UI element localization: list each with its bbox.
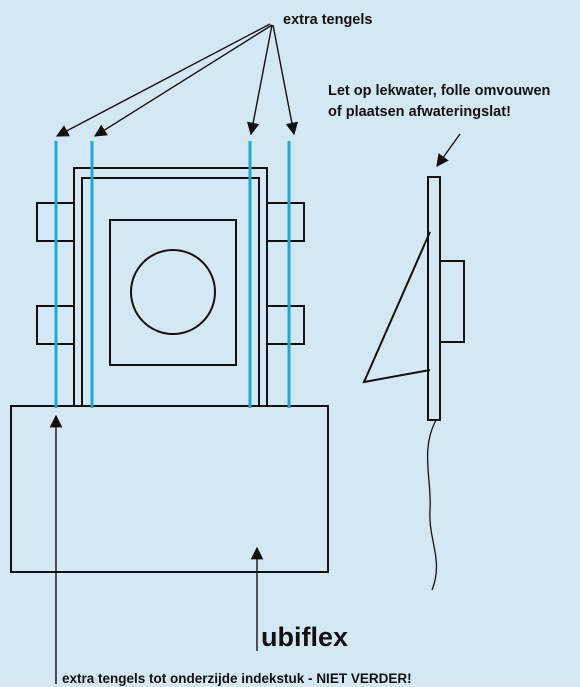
arrow-to-batten-4 xyxy=(272,24,299,136)
tile-battens xyxy=(54,141,291,408)
front-view xyxy=(10,167,329,573)
side-wedge xyxy=(362,231,431,384)
warning-label-line1: Let op lekwater, folle omvouwen xyxy=(328,83,550,99)
round-vent-icon xyxy=(130,249,216,335)
right-upper-tab xyxy=(265,202,305,242)
bottom-note-label: extra tengels tot onderzijde indekstuk -… xyxy=(62,671,412,686)
arrow-to-batten-2 xyxy=(93,24,273,137)
ubiflex-flashing xyxy=(10,405,329,573)
arrow-to-batten-3 xyxy=(246,24,273,136)
vent-box xyxy=(109,219,237,366)
bottom-note-emphasis: NIET VERDER! xyxy=(316,671,411,686)
warning-label-line2: of plaatsen afwateringslat! xyxy=(328,104,511,120)
bottom-note-prefix: extra tengels tot onderzijde indekstuk - xyxy=(62,671,316,686)
arrow-to-batten-1 xyxy=(55,23,271,137)
right-lower-tab xyxy=(265,305,305,345)
extra-tiles-label: extra tengels xyxy=(283,12,372,28)
warning-arrow xyxy=(436,133,461,168)
side-flashing-tail xyxy=(426,419,438,591)
side-view xyxy=(362,176,465,591)
extra-tiles-arrows xyxy=(55,23,299,137)
side-panel xyxy=(427,176,441,421)
outer-frame xyxy=(73,167,268,409)
side-vent-box xyxy=(439,260,465,343)
ubiflex-label: ubiflex xyxy=(261,622,348,652)
